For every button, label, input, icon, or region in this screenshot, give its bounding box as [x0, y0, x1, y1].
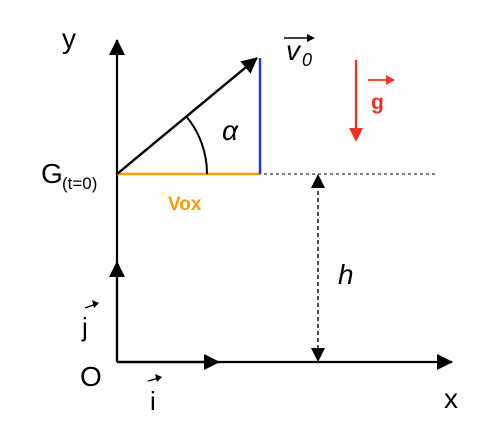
height-arrow-top: [311, 174, 325, 188]
angle-arc: [185, 115, 209, 175]
unit-j-label-arrowhead: [92, 300, 99, 308]
velocity-label: v: [286, 35, 302, 66]
gravity-arrowhead: [349, 128, 363, 142]
x-axis-label: x: [444, 383, 458, 414]
velocity-subscript: 0: [302, 50, 312, 70]
y-axis-label: y: [62, 23, 76, 54]
gravity-label: g: [371, 91, 384, 114]
origin-label: O: [80, 361, 102, 392]
unit-i-label-arrowhead: [155, 374, 162, 382]
angle-label: α: [222, 115, 239, 146]
height-arrow-bottom: [311, 348, 325, 362]
launch-point-subscript: (t=0): [62, 174, 97, 193]
velocity-label-arrowhead: [307, 34, 315, 42]
launch-point-label: G: [41, 158, 63, 189]
gravity-label-arrowhead: [386, 75, 395, 85]
unit-j-label: j: [81, 312, 88, 342]
height-label: h: [338, 259, 354, 290]
vox-label: Vox: [168, 194, 202, 215]
unit-i-label: i: [150, 386, 156, 416]
